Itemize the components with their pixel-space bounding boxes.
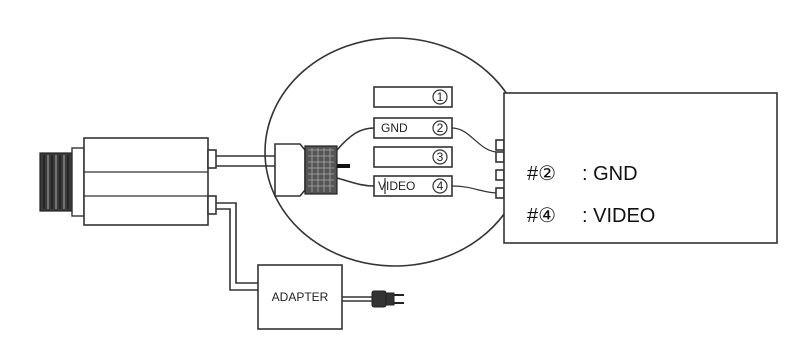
pin-number-4: [432, 178, 448, 194]
pin-block-4: VIDEO 4: [373, 175, 453, 197]
camera-lens: [39, 147, 85, 217]
svg-text:4: 4: [437, 179, 444, 193]
pin-number-3: [432, 149, 448, 165]
callout-video-symbol: #④: [527, 205, 556, 227]
pin-wires: [336, 127, 375, 187]
pin-block-3: 3: [373, 146, 453, 168]
callout-wires: [451, 127, 505, 199]
svg-text:1: 1: [437, 90, 444, 104]
pin-block-1: 1: [373, 86, 453, 108]
callout-gnd-symbol: #②: [527, 163, 556, 185]
callout-box: #② : GND #④ : VIDEO: [503, 92, 778, 244]
svg-text:3: 3: [437, 150, 444, 164]
callout-video-text: : VIDEO: [582, 205, 655, 227]
pin-number-2: [432, 120, 448, 136]
camera-body: [83, 137, 217, 226]
pin-label-4: VIDEO: [378, 179, 415, 193]
connector: [274, 143, 338, 197]
adapter: ADAPTER: [257, 264, 372, 330]
pin-block-2: GND 2: [373, 117, 453, 139]
svg-text:2: 2: [437, 121, 444, 135]
adapter-label: ADAPTER: [272, 290, 329, 304]
camera-cable: [216, 155, 275, 167]
power-cable: [216, 202, 258, 291]
pin-number-1: [432, 89, 448, 105]
pin-label-2: GND: [381, 121, 408, 135]
plug-icon: [371, 290, 404, 308]
callout-gnd-text: : GND: [582, 163, 638, 185]
